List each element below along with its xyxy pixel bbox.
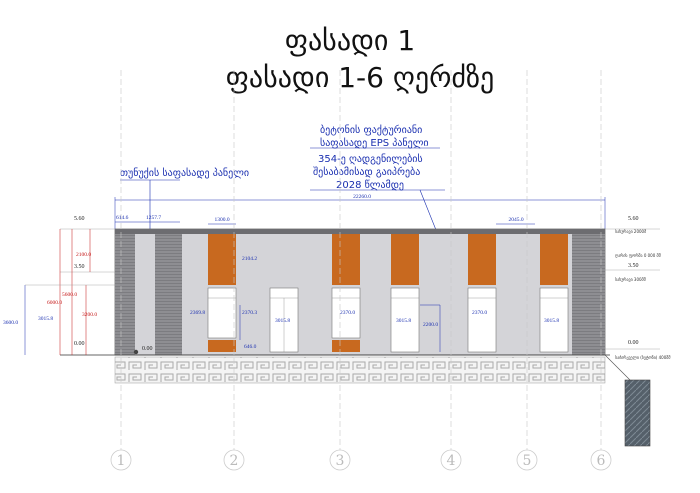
standard-note-line-2: შესაბამისად გაიპრება [313, 166, 420, 178]
corner-detail [624, 379, 651, 447]
orange-base-2 [332, 340, 360, 352]
orange-panel-2 [332, 234, 360, 285]
tin-panel-right [572, 234, 605, 355]
label-foundation: საძირკველი (ბეტონი) 400მმ [615, 355, 670, 360]
dim-door-width-1: 3015.8 [275, 318, 290, 324]
dim-h-upper: 6000.0 [47, 300, 62, 306]
panel-note-line-2: საფასადე EPS პანელი [320, 137, 429, 149]
lvl-top-left: 5.60 [74, 216, 85, 222]
dim-sill-height: 2200.0 [423, 322, 438, 328]
dim-door-width-3: 3015.8 [544, 318, 559, 324]
lvl-zero-right: 0.00 [628, 340, 639, 346]
axis-label-6: 6 [597, 453, 606, 469]
title-line-2: ფასადი 1-6 ღერძზე [226, 61, 494, 94]
dim-panel-height: 2104.2 [242, 256, 257, 262]
dim-h-door: 3015.8 [38, 316, 53, 322]
dim-pier-width-right: 2045.0 [508, 217, 523, 223]
standard-note-line-3: 2028 წლამდე [336, 179, 404, 191]
window-2 [331, 287, 361, 339]
door-2 [390, 287, 420, 353]
dim-bay-b: 1257.7 [146, 215, 161, 221]
window-1 [207, 287, 237, 339]
roof-parapet [115, 229, 605, 234]
axis-bubble-5 [516, 449, 538, 471]
dim-base-pier: 646.0 [244, 344, 257, 350]
dim-door-height-2: 2370.0 [472, 310, 487, 316]
lvl-mid-left: 3.50 [74, 264, 85, 270]
dim-door-height-1: 2370.0 [340, 310, 355, 316]
dim-pier-width: 1300.0 [214, 217, 229, 223]
orange-panel-4 [468, 234, 496, 285]
title-line-1: ფასადი 1 [285, 24, 415, 57]
orange-panel-5 [540, 234, 568, 285]
orange-panel-3 [391, 234, 419, 285]
dim-bay-a: 614.6 [116, 215, 129, 221]
lvl-mid-right: 3.50 [628, 263, 639, 269]
dim-window-height: 2369.8 [190, 310, 205, 316]
dim-door-width-2: 3015.8 [396, 318, 411, 324]
axis-bubble-4 [440, 449, 462, 471]
tin-panel-left [115, 234, 135, 355]
label-cornice: სახურავი 300მმ [615, 277, 646, 282]
label-parapet: სახურავი 2000მ [615, 229, 646, 234]
axis-label-3: 3 [336, 453, 345, 469]
door-3 [467, 287, 497, 353]
label-gutter: ღარის ფორმა 0 000 მმ [615, 253, 661, 258]
tin-panel-note: თუნუქის საფასადე პანელი [120, 167, 249, 179]
standard-note-line-1: 354-ე ღადგენილების [318, 153, 423, 165]
lvl-zero-left: 0.00 [74, 341, 85, 347]
axis-bubble-3 [329, 449, 351, 471]
dim-window-height-b: 2370.3 [242, 310, 257, 316]
lvl-top-right: 5.60 [628, 216, 639, 222]
dim-overall: 22260.0 [353, 194, 371, 200]
axis-label-2: 2 [230, 453, 239, 469]
dim-h-panel: 3200.0 [82, 312, 97, 318]
dim-h-mid: 5600.0 [62, 292, 77, 298]
dim-h-total: 3600.0 [3, 320, 18, 326]
axis-bubble-1 [110, 449, 132, 471]
tin-panel-left-2 [155, 234, 182, 355]
axis-bubble-2 [223, 449, 245, 471]
door-4 [539, 287, 569, 353]
orange-base-1 [208, 340, 236, 352]
axis-label-1: 1 [117, 453, 126, 469]
axis-label-4: 4 [447, 453, 456, 469]
orange-panel-1 [208, 234, 236, 285]
panel-note-line-1: ბეტონის ფაქტურიანი [320, 124, 422, 136]
axis-bubble-6 [590, 449, 612, 471]
foundation-base [114, 356, 606, 384]
level-marker-icon [133, 349, 139, 355]
dim-h-top: 2100.0 [76, 252, 91, 258]
level-zero-marker: 0.00 [142, 346, 153, 352]
axis-label-5: 5 [523, 453, 532, 469]
